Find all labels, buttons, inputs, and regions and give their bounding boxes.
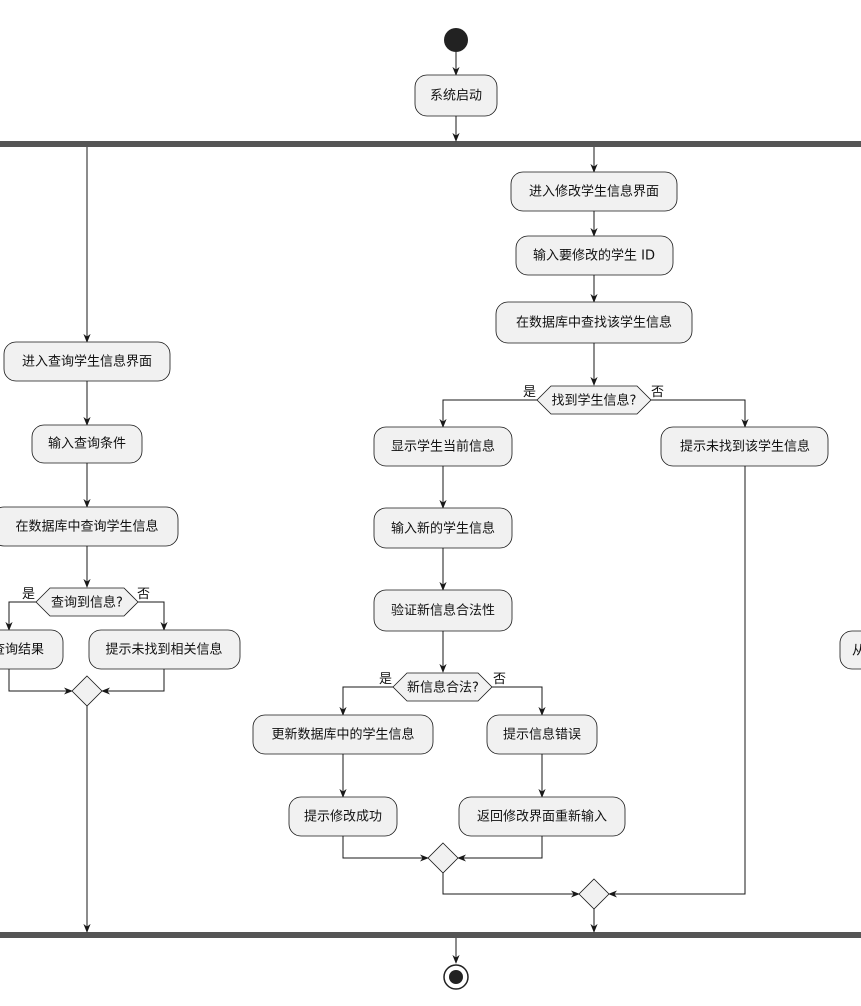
- label-found-no: 否: [651, 385, 664, 400]
- svg-text:新信息合法?: 新信息合法?: [407, 680, 479, 696]
- svg-text:更新数据库中的学生信息: 更新数据库中的学生信息: [271, 727, 414, 743]
- node-query-input: 输入查询条件: [31, 424, 143, 464]
- query-merge-diamond: [71, 675, 103, 707]
- fork-bar: [0, 141, 861, 147]
- svg-text:提示信息错误: 提示信息错误: [503, 727, 581, 743]
- svg-text:找到学生信息?: 找到学生信息?: [552, 393, 637, 409]
- node-partial-right: 从: [839, 630, 861, 670]
- svg-text:进入修改学生信息界面: 进入修改学生信息界面: [529, 184, 659, 200]
- node-modify-search: 在数据库中查找该学生信息: [495, 301, 693, 344]
- svg-text:输入要修改的学生 ID: 输入要修改的学生 ID: [533, 248, 655, 264]
- label-valid-yes: 是: [379, 672, 392, 687]
- svg-text:验证新信息合法性: 验证新信息合法性: [391, 603, 495, 619]
- node-modify-enter: 进入修改学生信息界面: [510, 171, 678, 212]
- valid-merge-diamond: [427, 842, 459, 874]
- node-modify-not-found: 提示未找到该学生信息: [660, 426, 829, 467]
- node-modify-validate: 验证新信息合法性: [373, 589, 513, 632]
- edges: [5, 52, 749, 964]
- svg-text:返回修改界面重新输入: 返回修改界面重新输入: [477, 809, 607, 825]
- end-node: [443, 964, 469, 990]
- svg-text:显示学生当前信息: 显示学生当前信息: [391, 439, 495, 455]
- svg-text:提示未找到相关信息: 提示未找到相关信息: [105, 642, 222, 658]
- node-modify-show-current: 显示学生当前信息: [373, 426, 513, 467]
- node-modify-input-id: 输入要修改的学生 ID: [515, 235, 674, 276]
- node-modify-update: 更新数据库中的学生信息: [252, 714, 434, 755]
- node-modify-success: 提示修改成功: [288, 796, 398, 837]
- svg-text:在数据库中查找该学生信息: 在数据库中查找该学生信息: [516, 315, 672, 331]
- svg-text:在数据库中查询学生信息: 在数据库中查询学生信息: [15, 519, 158, 535]
- svg-text:显示查询结果: 显示查询结果: [0, 643, 44, 658]
- svg-text:系统启动: 系统启动: [430, 89, 482, 104]
- svg-text:输入查询条件: 输入查询条件: [48, 436, 126, 452]
- svg-text:提示未找到该学生信息: 提示未找到该学生信息: [680, 439, 810, 455]
- svg-text:输入新的学生信息: 输入新的学生信息: [391, 521, 495, 537]
- node-query-search: 在数据库中查询学生信息: [0, 506, 179, 547]
- label-query-yes: 是: [22, 587, 35, 602]
- start-node: [444, 28, 468, 52]
- label-valid-no: 否: [493, 672, 506, 687]
- node-query-show: 显示查询结果: [0, 629, 64, 670]
- node-modify-input-new: 输入新的学生信息: [373, 507, 513, 549]
- node-modify-error: 提示信息错误: [486, 714, 598, 755]
- modify-merge-diamond: [578, 878, 610, 910]
- decision-student-found: 找到学生信息?: [536, 385, 652, 415]
- svg-text:从: 从: [852, 644, 861, 659]
- node-start-system: 系统启动: [414, 74, 498, 117]
- label-found-yes: 是: [523, 385, 536, 400]
- join-bar: [0, 932, 861, 938]
- node-modify-reenter: 返回修改界面重新输入: [458, 796, 626, 837]
- node-query-enter: 进入查询学生信息界面: [3, 341, 171, 382]
- node-query-not-found: 提示未找到相关信息: [88, 629, 241, 670]
- decision-query-found: 查询到信息?: [35, 587, 139, 617]
- decision-info-valid: 新信息合法?: [392, 672, 493, 702]
- svg-text:进入查询学生信息界面: 进入查询学生信息界面: [22, 354, 152, 370]
- svg-text:提示修改成功: 提示修改成功: [304, 809, 382, 825]
- svg-text:查询到信息?: 查询到信息?: [51, 595, 123, 611]
- label-query-no: 否: [137, 587, 150, 602]
